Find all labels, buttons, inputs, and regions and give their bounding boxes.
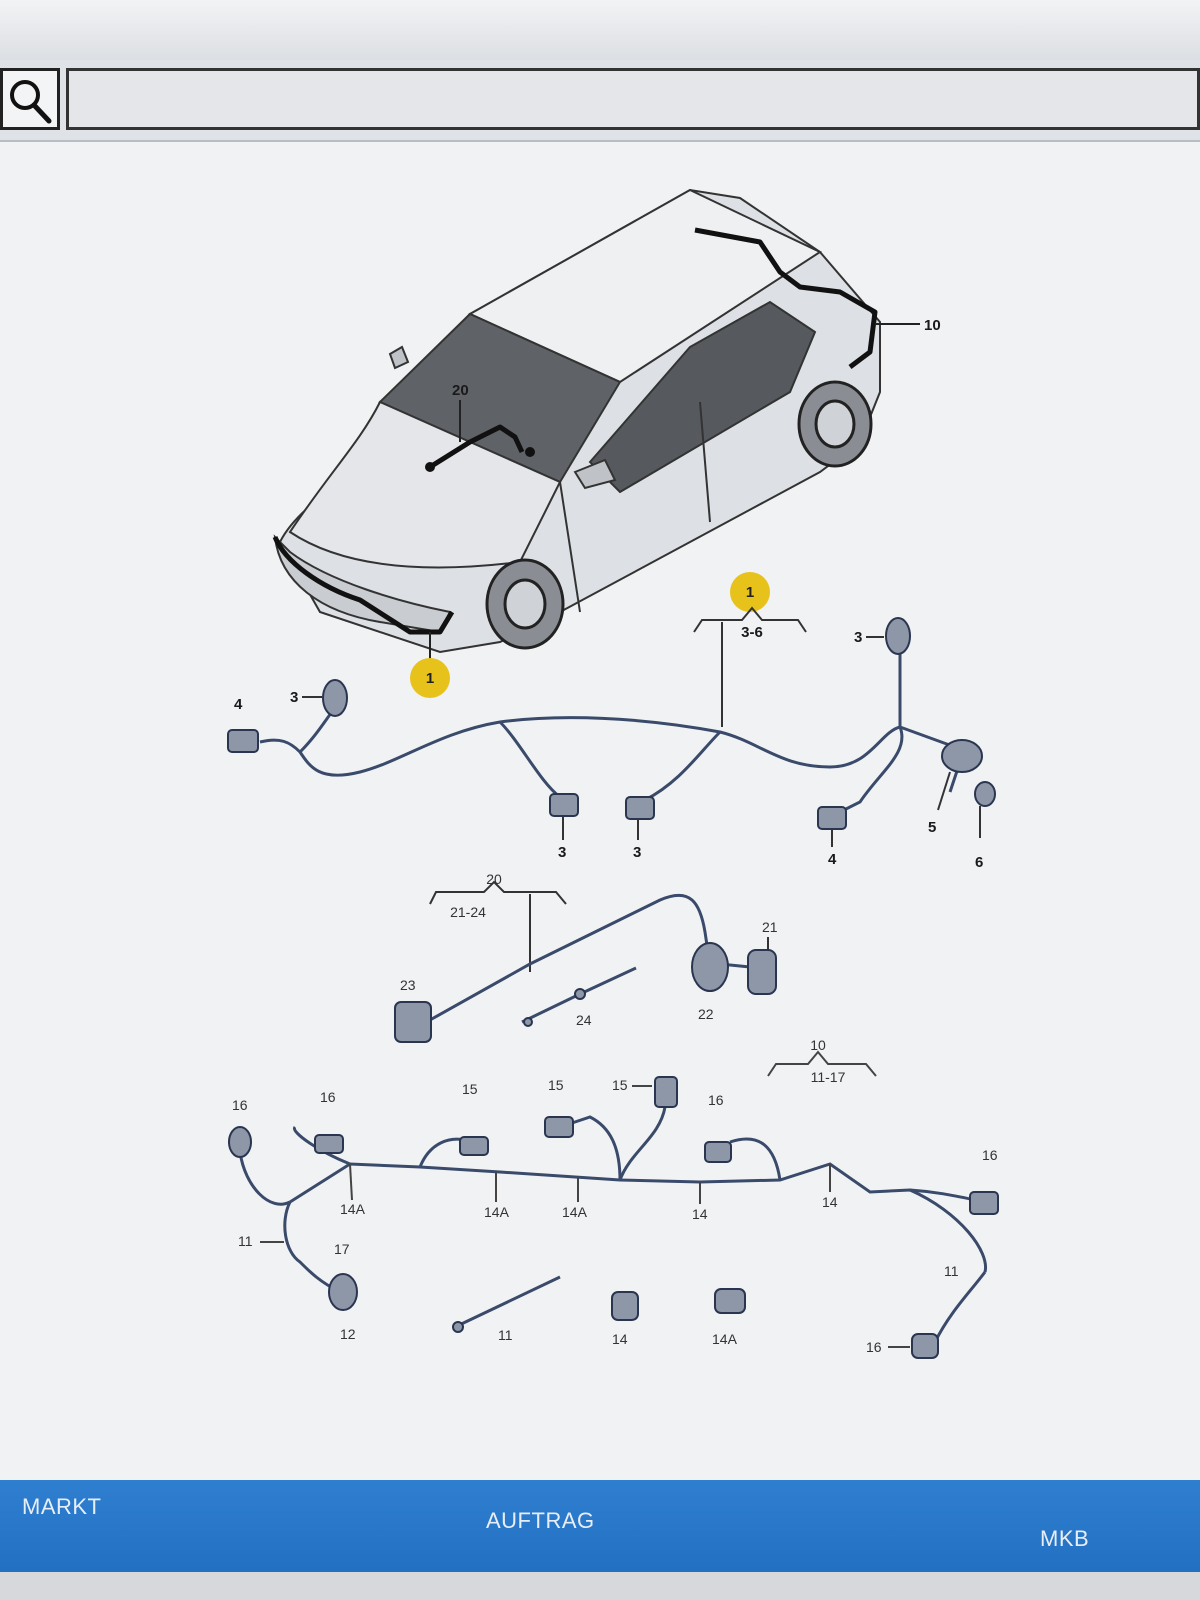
svg-text:3: 3 bbox=[290, 689, 298, 706]
group-10-harness bbox=[238, 1106, 988, 1343]
svg-text:14: 14 bbox=[822, 1194, 838, 1210]
svg-text:16: 16 bbox=[232, 1097, 248, 1113]
group-10-header: 10 11-17 bbox=[767, 1037, 877, 1085]
svg-text:15: 15 bbox=[462, 1081, 478, 1097]
svg-text:11: 11 bbox=[238, 1233, 253, 1249]
group-1-header: 1 3-6 bbox=[693, 572, 807, 727]
group-20-labels: 21 22 23 24 bbox=[400, 919, 778, 1028]
group-10-connectors bbox=[228, 1076, 999, 1359]
svg-text:14A: 14A bbox=[562, 1204, 588, 1220]
footer-tab-mkb[interactable]: MKB bbox=[1040, 1526, 1090, 1551]
footer-tab-markt[interactable]: MARKT bbox=[22, 1494, 102, 1519]
exploded-diagram-area: 1 10 20 1 3-6 bbox=[0, 142, 1200, 1480]
group-20-connectors bbox=[394, 942, 777, 1043]
svg-text:16: 16 bbox=[866, 1339, 882, 1355]
svg-text:22: 22 bbox=[698, 1006, 714, 1022]
svg-text:1: 1 bbox=[426, 670, 434, 687]
car-wheels bbox=[485, 380, 873, 650]
footer-tab-auftrag[interactable]: AUFTRAG bbox=[486, 1508, 595, 1533]
svg-text:4: 4 bbox=[828, 851, 837, 868]
svg-text:14A: 14A bbox=[340, 1201, 366, 1217]
group-1-harness bbox=[259, 652, 962, 814]
car-harness-lines bbox=[272, 227, 878, 635]
svg-text:21: 21 bbox=[762, 919, 778, 935]
group-1-labels: 3 4 3 3 3 4 5 6 bbox=[234, 629, 983, 871]
svg-text:3: 3 bbox=[633, 844, 641, 861]
svg-text:11: 11 bbox=[944, 1263, 959, 1279]
search-input[interactable] bbox=[69, 71, 1197, 127]
svg-text:17: 17 bbox=[334, 1241, 350, 1257]
svg-text:14: 14 bbox=[612, 1331, 628, 1347]
svg-text:14A: 14A bbox=[712, 1331, 738, 1347]
car-harness-endpoints bbox=[425, 447, 535, 472]
car-illustration bbox=[273, 188, 881, 654]
window-bottom-strip bbox=[0, 1572, 1200, 1600]
svg-text:1: 1 bbox=[746, 584, 754, 601]
svg-text:3: 3 bbox=[558, 844, 566, 861]
svg-text:4: 4 bbox=[234, 696, 243, 713]
callout-windscreen-harness: 20 bbox=[452, 382, 469, 399]
svg-text:20: 20 bbox=[486, 871, 502, 887]
svg-text:12: 12 bbox=[340, 1326, 356, 1342]
window-top-strip bbox=[0, 0, 1200, 60]
svg-text:16: 16 bbox=[320, 1089, 336, 1105]
svg-text:11: 11 bbox=[498, 1327, 513, 1343]
group-20-header: 20 21-24 bbox=[429, 871, 567, 972]
search-field[interactable] bbox=[66, 68, 1200, 130]
svg-text:11-17: 11-17 bbox=[811, 1069, 846, 1085]
svg-text:3: 3 bbox=[854, 629, 862, 646]
svg-text:14A: 14A bbox=[484, 1204, 510, 1220]
svg-text:23: 23 bbox=[400, 977, 416, 993]
svg-text:6: 6 bbox=[975, 854, 983, 871]
group-1-connectors bbox=[227, 617, 996, 830]
svg-text:5: 5 bbox=[928, 819, 936, 836]
search-toolbar bbox=[0, 60, 1200, 142]
svg-text:10: 10 bbox=[810, 1037, 826, 1053]
svg-text:21-24: 21-24 bbox=[450, 904, 486, 920]
svg-text:3-6: 3-6 bbox=[741, 624, 763, 641]
svg-text:14: 14 bbox=[692, 1206, 708, 1222]
callout-front-harness: 1 bbox=[410, 658, 450, 698]
svg-text:16: 16 bbox=[982, 1147, 998, 1163]
search-icon bbox=[10, 80, 52, 124]
wiring-harness-diagram: 1 10 20 1 3-6 bbox=[227, 188, 999, 1359]
svg-text:24: 24 bbox=[576, 1012, 592, 1028]
svg-text:16: 16 bbox=[708, 1092, 724, 1108]
svg-text:15: 15 bbox=[612, 1077, 628, 1093]
svg-text:15: 15 bbox=[548, 1077, 564, 1093]
search-button[interactable] bbox=[0, 68, 60, 130]
callout-rear-harness: 10 bbox=[924, 317, 941, 334]
car-callout-leaders bbox=[429, 323, 920, 662]
group-10-labels: 16 16 15 15 15 16 16 14A 14A 14A 14 14 1… bbox=[232, 1077, 998, 1355]
